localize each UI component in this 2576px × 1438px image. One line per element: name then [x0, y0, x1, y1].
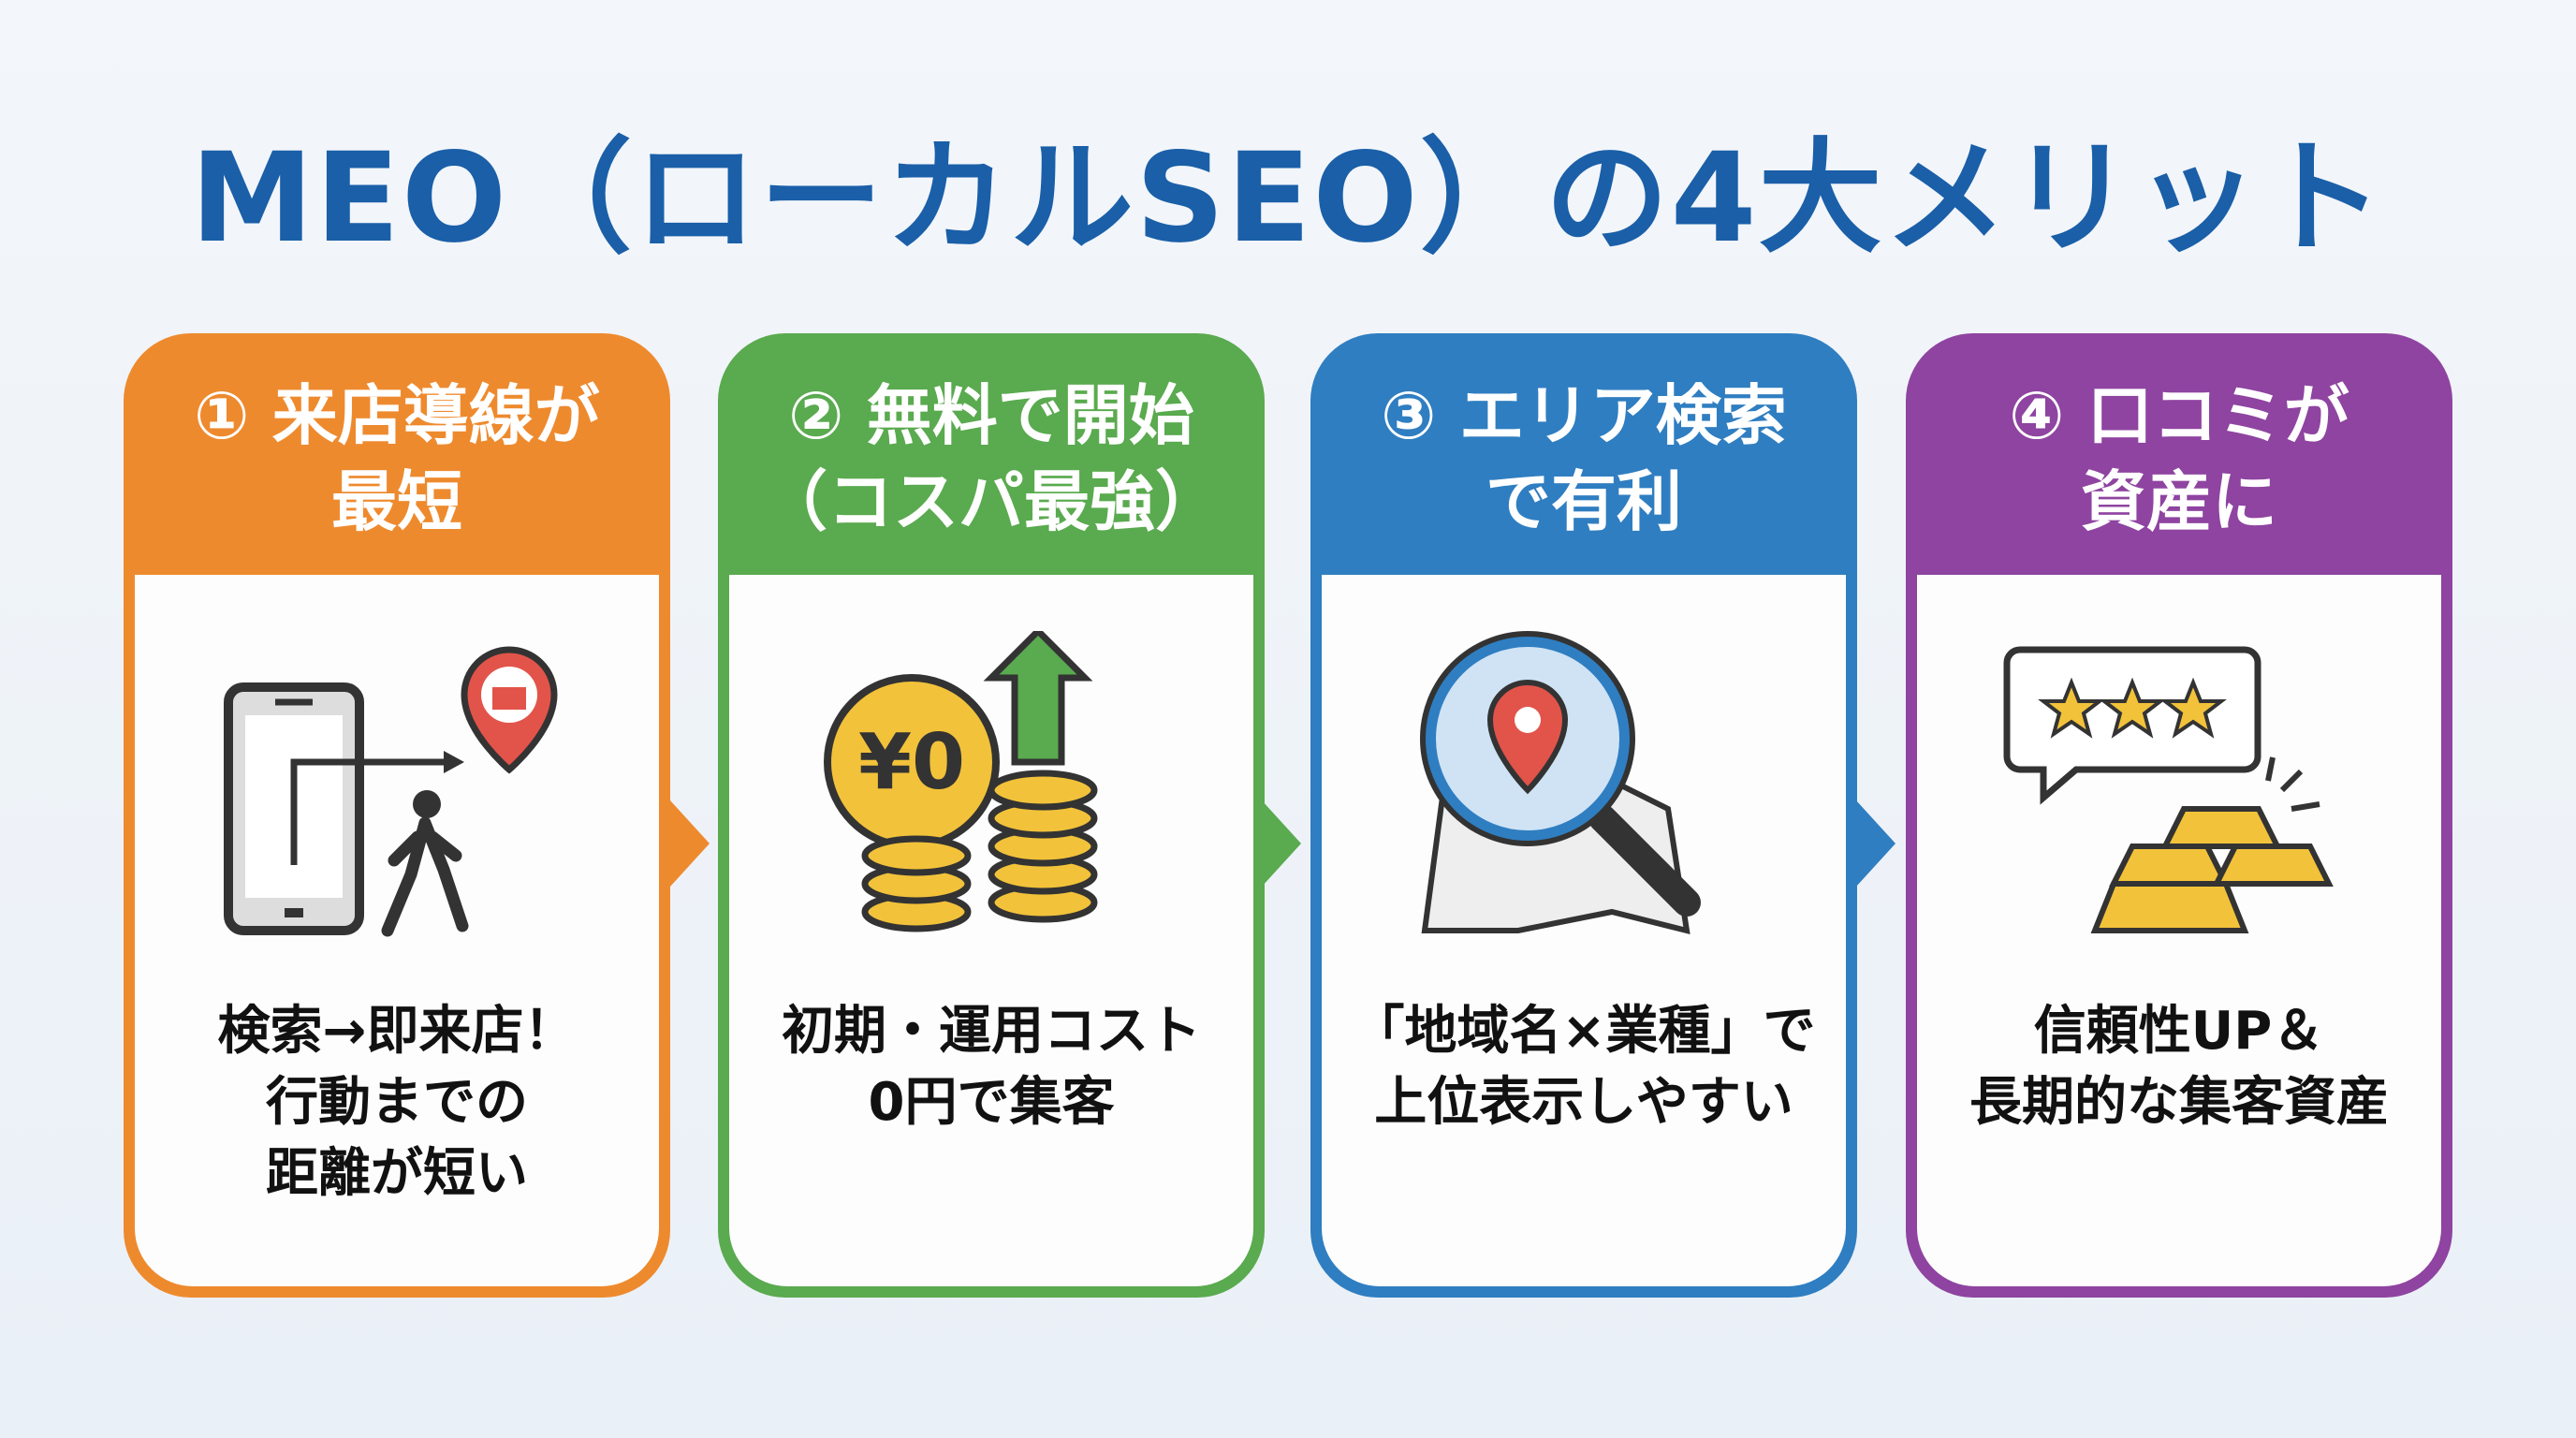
arrow-right-icon [670, 800, 710, 887]
yen-coins-up-icon: ¥0 [824, 631, 1098, 932]
card-title-line: ① 来店導線が [194, 377, 600, 454]
card-title-line: ② 無料で開始 [788, 377, 1194, 454]
desc-line: 検索→即来店！ [217, 1001, 577, 1062]
card-header: ① 来店導線が最短 [135, 333, 659, 575]
desc-line: 初期・運用コスト [782, 1001, 1201, 1062]
desc-line: 「地域名×業種」で [1352, 1001, 1816, 1062]
arrow-right-icon [1856, 800, 1895, 887]
card-header: ③ エリア検索で有利 [1322, 333, 1846, 575]
card-reviews-asset: ④ 口コミが資産に 信頼性UP＆ 長期的な集客資産 [1906, 333, 2452, 1298]
card-title-line: 資産に [2080, 463, 2277, 540]
magnifier-map-pin-icon [1420, 631, 1701, 935]
desc-line: 上位表示しやすい [1374, 1072, 1793, 1133]
card-store-visit: ① 来店導線が最短 検索→即来店！ 行動までの距離が短い [124, 333, 670, 1298]
page-title: MEO（ローカルSEO）の4大メリット [190, 126, 2386, 271]
card-title-line: ④ 口コミが [2009, 377, 2349, 454]
card-title-line: 最短 [330, 463, 462, 540]
desc-line: 信頼性UP＆ [2033, 1001, 2325, 1062]
desc-line: 行動までの [266, 1072, 528, 1133]
phone-walk-to-store-icon [224, 646, 558, 937]
card-free-start: ② 無料で開始 （コスパ最強） ¥0 初期・運用コスト 0円で集客 [718, 333, 1265, 1298]
card-title-line: ③ エリア検索 [1381, 377, 1787, 454]
desc-line: 長期的な集客資産 [1969, 1072, 2389, 1133]
desc-line: 距離が短い [266, 1143, 528, 1204]
arrow-right-icon [1262, 800, 1301, 887]
card-title-line: で有利 [1485, 463, 1682, 540]
desc-line: 0円で集客 [868, 1072, 1115, 1133]
card-header: ② 無料で開始 （コスパ最強） [729, 333, 1253, 575]
card-header: ④ 口コミが資産に [1917, 333, 2441, 575]
card-title-line: （コスパ最強） [762, 463, 1221, 540]
card-area-search: ③ エリア検索で有利 「地域名×業種」で上位表示しやすい [1310, 333, 1857, 1298]
coin-label: ¥0 [858, 718, 965, 807]
review-stars-gold-bars-icon [2003, 646, 2334, 933]
